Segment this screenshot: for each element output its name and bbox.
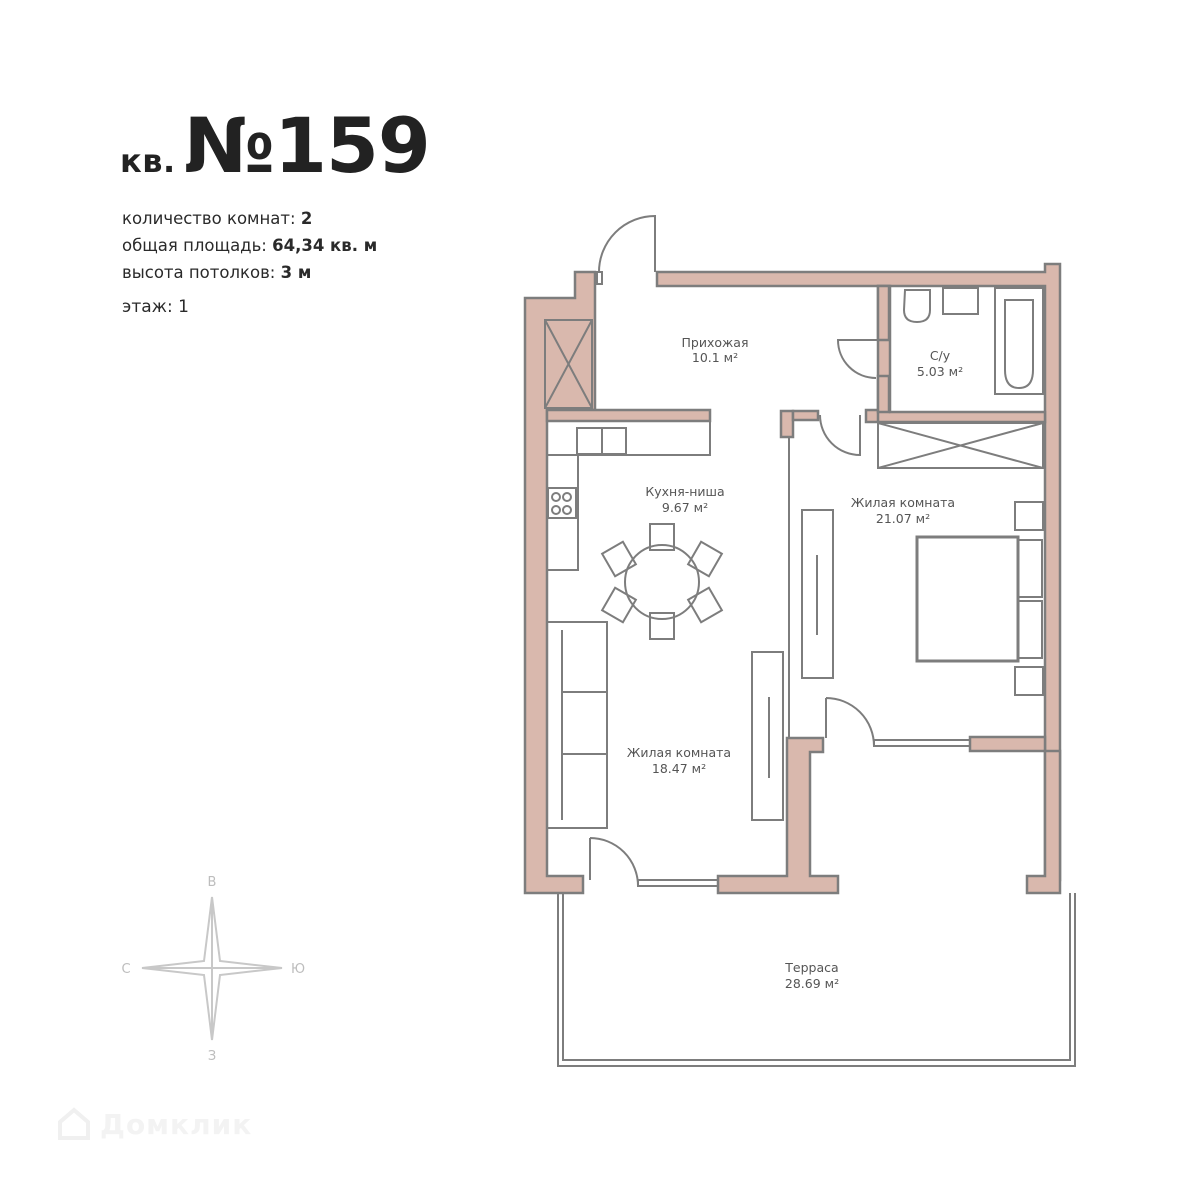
living-door-icon (589, 837, 639, 887)
wall-center (716, 736, 840, 895)
wall-stub (779, 409, 795, 439)
wall-bedroom-bottom (968, 735, 1047, 753)
spec-rooms-label: количество комнат: (122, 209, 296, 228)
compass-top: В (208, 875, 217, 890)
wall-kitchen-top (545, 408, 712, 423)
room-area-bathroom: 5.03 м² (917, 364, 963, 379)
apartment-specs: количество комнат: 2 общая площадь: 64,3… (122, 205, 377, 321)
terrace-outline (557, 893, 1076, 1067)
spec-ceiling-label: высота потолков: (122, 263, 276, 282)
wall-stub-h (791, 409, 820, 422)
room-area-hallway: 10.1 м² (692, 350, 738, 365)
room-area-kitchen: 9.67 м² (662, 500, 708, 515)
wardrobe (877, 422, 1044, 469)
nightstand-icon (1014, 501, 1044, 531)
tv-stand-icon (751, 651, 784, 821)
apartment-title: кв. №159 (120, 101, 431, 190)
spec-floor: этаж: 1 (122, 294, 377, 321)
apartment-prefix: кв. (120, 142, 176, 180)
room-area-bedroom: 21.07 м² (876, 511, 930, 526)
wall-left (523, 270, 597, 895)
wall-bathroom-lower (876, 374, 891, 414)
window (873, 739, 971, 747)
washbasin-icon (942, 287, 979, 315)
compass-bottom: З (208, 1049, 216, 1064)
compass-left: С (121, 962, 130, 977)
compass-icon (141, 896, 283, 1041)
bathtub-icon (994, 287, 1044, 395)
spec-area: общая площадь: 64,34 кв. м (122, 232, 377, 259)
dining-table-icon (624, 544, 700, 620)
chair-icon (686, 540, 724, 578)
entrance-door-icon (598, 214, 656, 273)
bed-icon (915, 535, 1020, 663)
room-label-bathroom: С/у (930, 348, 951, 363)
spec-rooms: количество комнат: 2 (122, 205, 377, 232)
spec-floor-value: 1 (178, 297, 189, 317)
closet-cross-icon (544, 319, 593, 409)
kitchen-counter-top (546, 420, 711, 456)
wall-bathroom-upper (876, 284, 891, 342)
watermark-text: Домклик (100, 1107, 253, 1141)
chair-icon (649, 523, 675, 551)
room-label-hallway: Прихожая (682, 335, 749, 350)
sofa-icon (546, 621, 608, 829)
wall-right-bottom (1025, 749, 1062, 895)
house-logo-icon (58, 1107, 90, 1140)
spec-area-label: общая площадь: (122, 236, 267, 255)
chair-icon (649, 612, 675, 640)
spec-rooms-value: 2 (300, 209, 313, 228)
room-label-living: Жилая комната (627, 745, 731, 760)
door-frame (596, 271, 603, 285)
spec-floor-label: этаж: (122, 297, 173, 317)
spec-ceiling: высота потолков: 3 м (122, 259, 377, 286)
kitchen-counter-side (546, 454, 579, 571)
spec-area-value: 64,34 кв. м (272, 236, 378, 255)
toilet-icon (902, 289, 931, 324)
compass-right: Ю (291, 962, 305, 977)
window (637, 879, 719, 887)
room-label-terrace: Терраса (784, 960, 838, 975)
chair-icon (600, 586, 638, 624)
room-area-terrace: 28.69 м² (785, 976, 839, 991)
room-label-bedroom: Жилая комната (851, 495, 955, 510)
bedroom-tv-icon (801, 509, 834, 679)
spec-ceiling-value: 3 м (280, 263, 312, 282)
walls (523, 262, 1062, 895)
wall-bathroom (864, 284, 1047, 424)
stove-icon (547, 487, 577, 519)
nightstand-icon (1014, 666, 1044, 696)
bathroom-door-icon (836, 339, 878, 379)
apartment-number: №159 (183, 101, 431, 190)
chair-icon (686, 586, 724, 624)
closet (544, 319, 593, 409)
watermark: Домклик (56, 1106, 252, 1142)
chair-icon (600, 540, 638, 578)
room-area-living: 18.47 м² (652, 761, 706, 776)
fixtures (544, 214, 1076, 1067)
bedroom-door-icon (819, 414, 861, 457)
balcony-door-icon (825, 697, 875, 747)
room-label-kitchen: Кухня-ниша (645, 484, 724, 499)
wardrobe-cross-icon (877, 422, 1044, 469)
